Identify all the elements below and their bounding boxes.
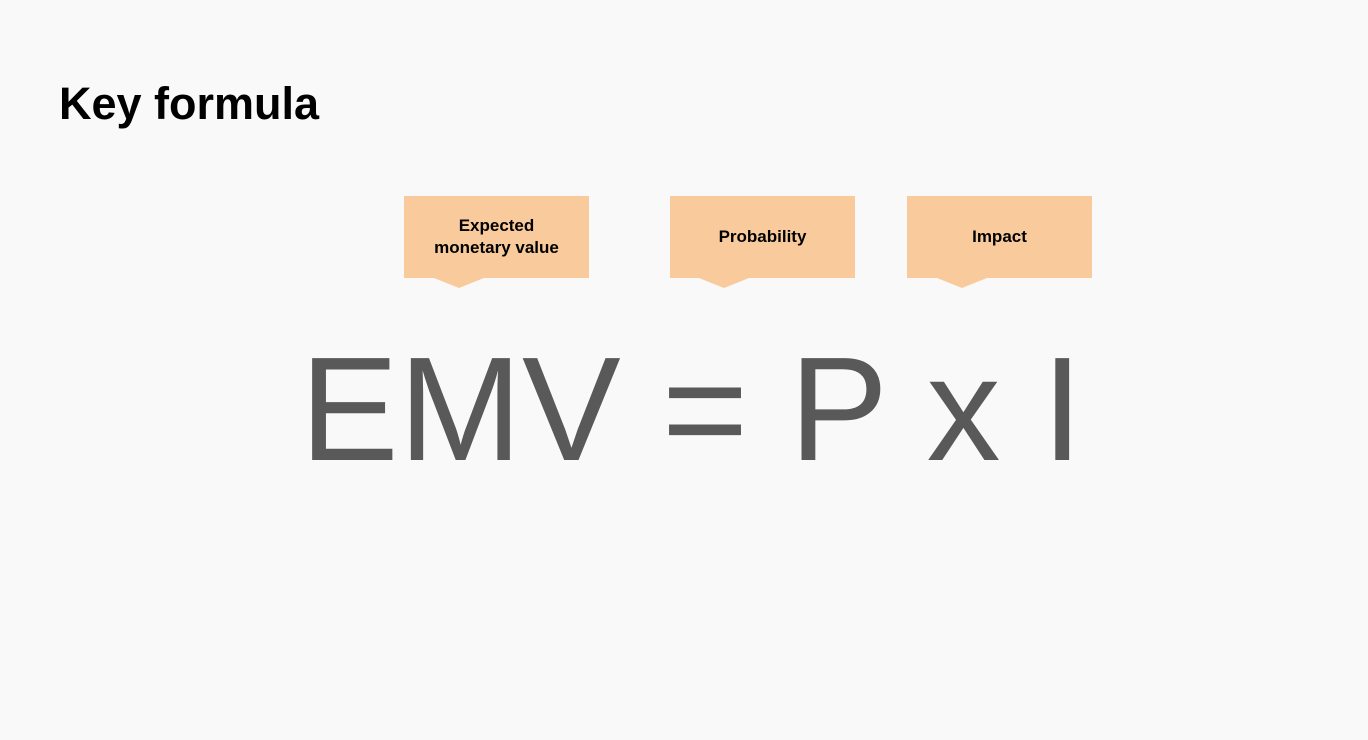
callout-label: Impact [972, 227, 1027, 246]
slide-title: Key formula [59, 78, 320, 129]
callout-pointer [699, 278, 749, 288]
callout-pointer [937, 278, 987, 288]
callout-pointer [434, 278, 484, 288]
callout-probability: Probability [670, 196, 855, 288]
callout-impact: Impact [907, 196, 1092, 288]
callout-label: Expected monetary value [434, 216, 559, 257]
callout-label: Probability [718, 227, 807, 246]
callout-expected-monetary-value: Expected monetary value [404, 196, 589, 288]
emv-formula: EMV = P x I [300, 327, 1083, 492]
